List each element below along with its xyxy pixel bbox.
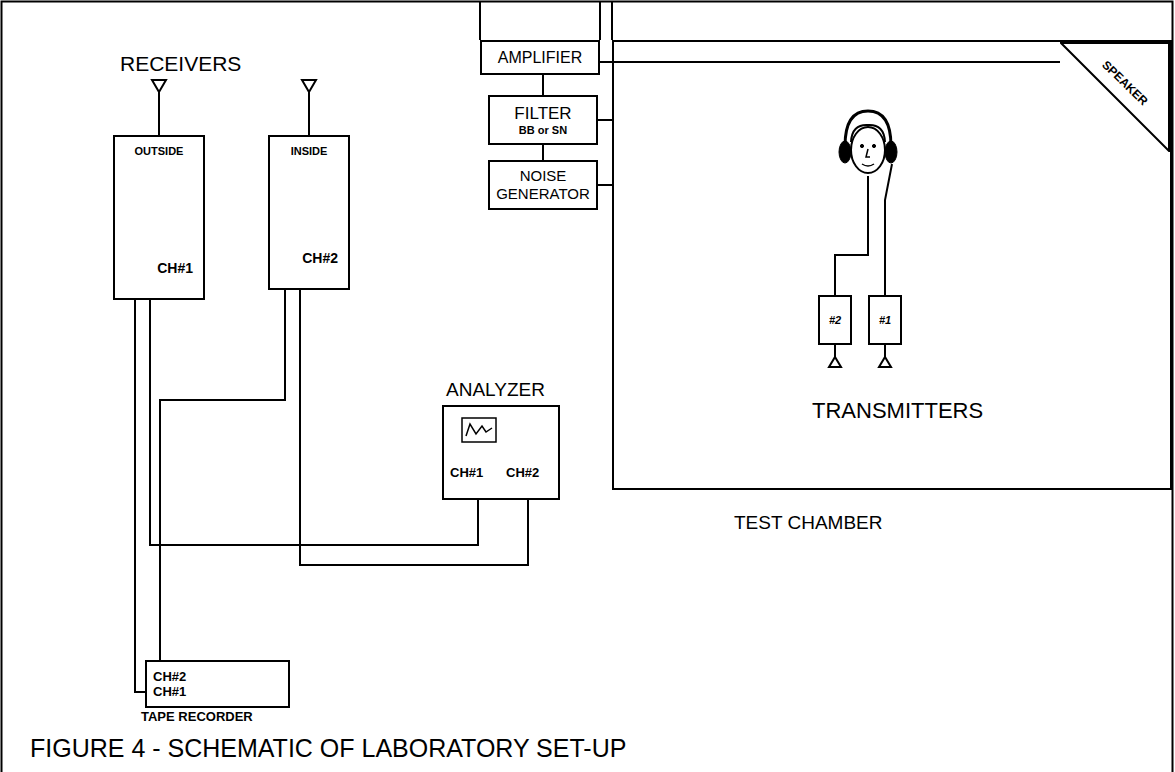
antenna-symbol <box>829 345 841 367</box>
box-label: CH#2 <box>506 465 539 480</box>
box-label: #1 <box>879 314 891 326</box>
amplifier-box: AMPLIFIER <box>480 40 600 75</box>
box-label: OUTSIDE <box>135 145 184 157</box>
box-label: CH#2 <box>302 250 338 266</box>
speaker-shape <box>1061 43 1169 151</box>
cable-run <box>480 1 612 40</box>
antenna-symbol <box>879 345 891 367</box>
waveform <box>466 424 492 436</box>
screen-frame <box>462 418 496 442</box>
headband <box>845 111 891 146</box>
signal-wire <box>542 75 544 95</box>
box-label: CH#1 <box>153 684 282 699</box>
headphone-cable <box>835 176 868 295</box>
box-label: CH#1 <box>157 260 193 276</box>
box-label: ANALYZER <box>446 379 545 401</box>
box-label: TEST CHAMBER <box>734 512 883 534</box>
eye <box>860 144 863 147</box>
box-label: BB or SN <box>519 124 567 136</box>
speaker-symbol: SPEAKER <box>1060 42 1170 152</box>
transmitter-box: #1 <box>868 295 902 345</box>
filter-box: FILTERBB or SN <box>488 95 598 145</box>
box-label: AMPLIFIER <box>498 49 582 67</box>
nose <box>866 149 870 157</box>
transmitter-box: #2 <box>818 295 852 345</box>
mouth <box>862 164 874 166</box>
eye <box>872 144 875 147</box>
signal-wire <box>135 300 145 692</box>
headphone-cable <box>885 164 892 295</box>
signal-wire <box>300 290 528 565</box>
box-label: CH#2 <box>153 669 282 684</box>
box-label: FILTER <box>514 104 571 124</box>
figure-caption: FIGURE 4 - SCHEMATIC OF LABORATORY SET-U… <box>30 734 626 763</box>
box-label: CH#1 <box>450 465 483 480</box>
recorder-box: CH#2CH#1TAPE RECORDER <box>145 660 290 708</box>
signal-wire <box>600 61 1060 63</box>
box-label: INSIDE <box>291 145 328 157</box>
ear-cup <box>885 141 897 163</box>
head-figure <box>839 111 897 173</box>
receiver-box: INSIDE CH#2 <box>268 135 350 290</box>
signal-wire <box>150 300 478 545</box>
face <box>851 127 885 173</box>
antenna-symbol <box>302 80 316 135</box>
box-label: TAPE RECORDER <box>141 709 253 724</box>
antenna-symbol <box>152 80 166 135</box>
signal-wire <box>160 290 285 660</box>
box-label: NOISE GENERATOR <box>496 167 590 203</box>
generator-box: NOISE GENERATOR <box>488 160 598 210</box>
analyzer-box: ANALYZERCH#1CH#2 <box>442 405 560 500</box>
box-label: SPEAKER <box>1099 58 1150 108</box>
hair <box>851 125 885 142</box>
receiver-box: OUTSIDE CH#1 <box>113 135 205 300</box>
signal-stub <box>598 120 612 185</box>
speaker-outline <box>1060 42 1170 152</box>
group-heading: TRANSMITTERS <box>812 398 983 424</box>
signal-wire <box>542 145 544 160</box>
screen-icon <box>462 418 496 442</box>
ear-cup <box>839 141 851 163</box>
group-heading: RECEIVERS <box>120 52 241 76</box>
box-label: #2 <box>829 314 841 326</box>
